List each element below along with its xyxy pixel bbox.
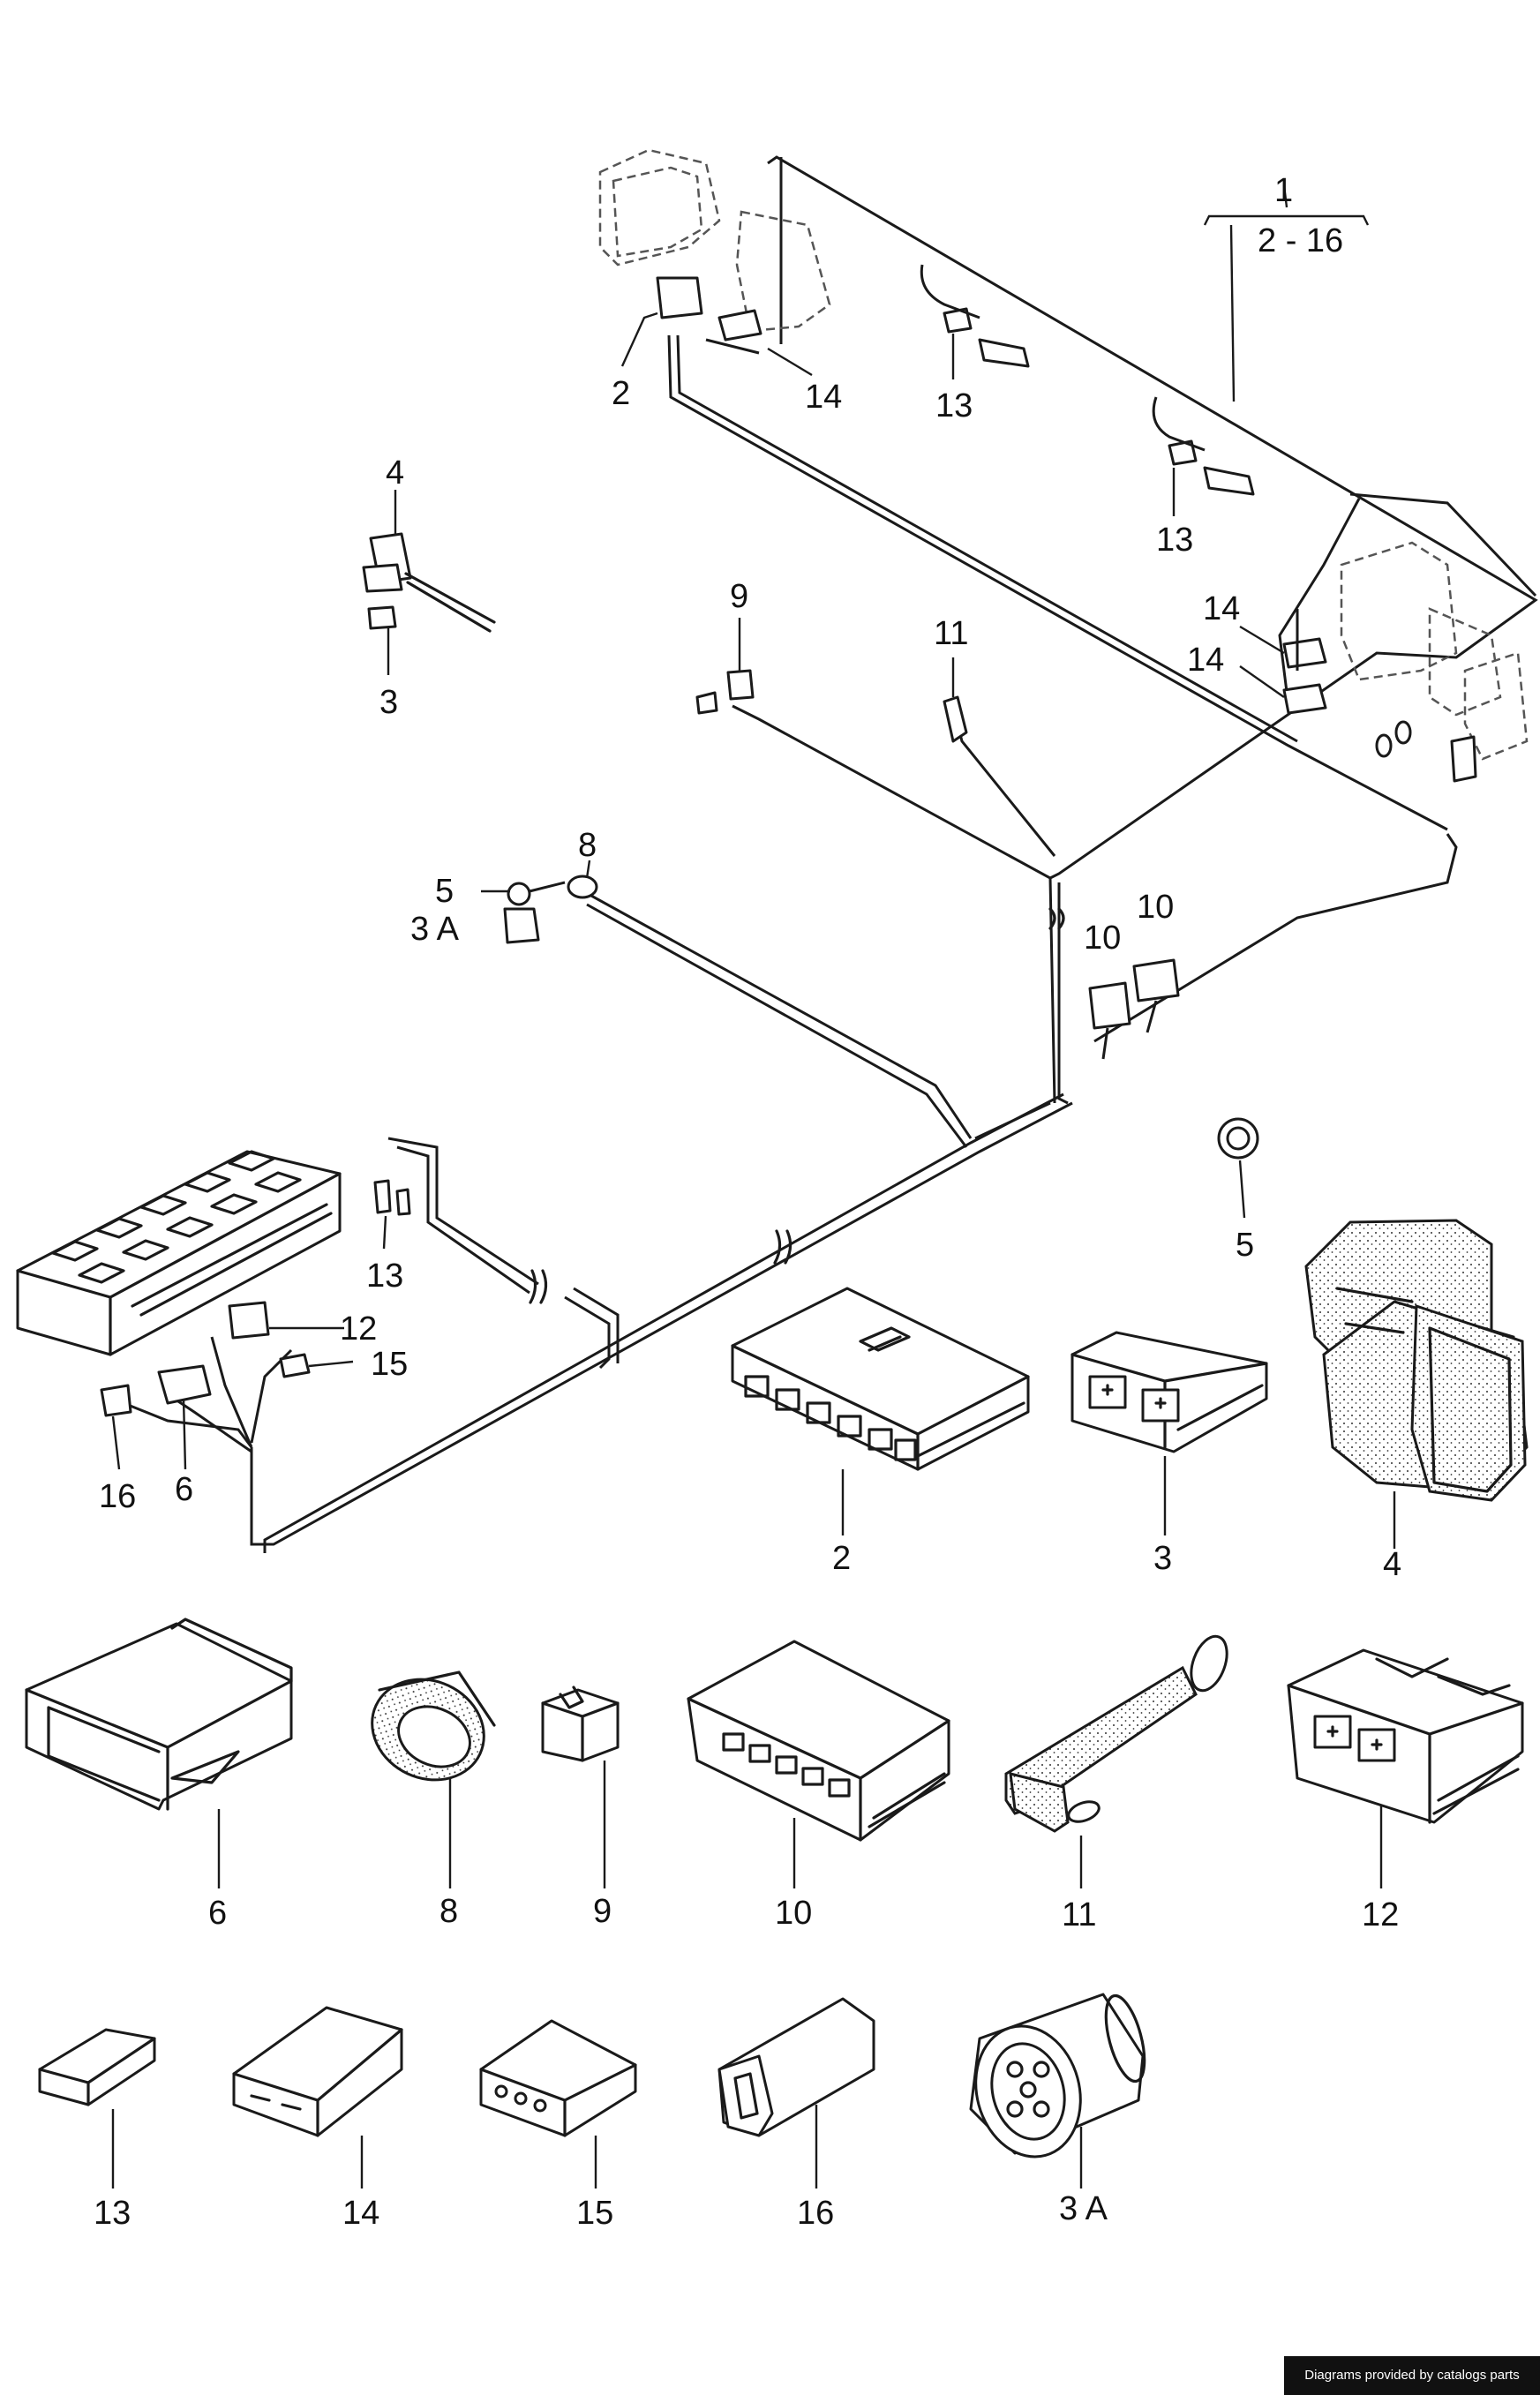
part-8-grommet	[371, 1670, 496, 1782]
part-13-flat-terminal	[38, 2028, 156, 2106]
part-label-11: 11	[1062, 1896, 1096, 1933]
callout-9-mid: 9	[730, 578, 748, 615]
part-label-15: 15	[576, 2195, 613, 2232]
callout-16-low: 16	[99, 1478, 136, 1515]
callout-13-top-b: 13	[1156, 522, 1193, 559]
callout-14-top: 14	[805, 379, 842, 416]
callout-6-low: 6	[175, 1471, 193, 1508]
part-label-2: 2	[832, 1540, 851, 1577]
callout-5-grommet: 5	[1236, 1227, 1254, 1264]
ghost-components	[598, 148, 1529, 761]
callout-12-low: 12	[340, 1310, 377, 1348]
part-label-6: 6	[208, 1895, 227, 1932]
callout-4-left: 4	[386, 454, 404, 492]
part-label-14: 14	[342, 2195, 379, 2232]
callout-13-top-a: 13	[935, 387, 973, 424]
diagram-credit: Diagrams provided by catalogs parts	[1284, 2356, 1540, 2395]
callout-3-left: 3	[379, 684, 398, 721]
callout-14-right-a: 14	[1203, 590, 1240, 627]
part-label-4: 4	[1383, 1546, 1401, 1583]
callout-14-right-b: 14	[1187, 642, 1224, 679]
part-label-16: 16	[797, 2195, 834, 2232]
callout-13-low: 13	[366, 1258, 403, 1295]
part-label-12: 12	[1362, 1896, 1399, 1933]
callout-5-mid: 5	[435, 873, 454, 910]
part-label-3a: 3 A	[1059, 2190, 1108, 2227]
callout-1: 1	[1274, 172, 1293, 209]
part-15-terminal-housing	[479, 2019, 637, 2137]
part-12-socket-block	[1287, 1648, 1524, 1824]
part-10-connector-block	[687, 1640, 950, 1842]
part-9-terminal-housing	[541, 1686, 620, 1762]
part-label-13: 13	[94, 2195, 131, 2232]
callout-10-mid-a: 10	[1084, 920, 1121, 957]
part-label-8: 8	[439, 1893, 458, 1930]
part-6-relay-carrier	[25, 1618, 293, 1811]
part-3a-round-connector	[969, 1993, 1146, 2159]
callout-8-mid: 8	[578, 827, 597, 864]
callout-2-top: 2	[612, 375, 630, 412]
relay-board	[16, 1150, 342, 1356]
callout-labels: 1 2 - 16 2 14 13 13 14 14 4 3 9 11 8 5 3…	[94, 172, 1401, 2232]
part-label-3: 3	[1153, 1540, 1172, 1577]
part-2-connector-housing	[731, 1287, 1030, 1471]
harness-connectors	[100, 264, 1477, 1417]
callout-1-range: 2 - 16	[1258, 222, 1343, 259]
part-3-multipin-socket	[1070, 1331, 1268, 1453]
part-label-10: 10	[775, 1895, 812, 1932]
part-11-bulkhead-sleeve	[1004, 1634, 1228, 1833]
part-14-connector	[232, 2006, 403, 2137]
part-4-rubber-boot	[1304, 1219, 1529, 1502]
callout-10-mid-b: 10	[1137, 889, 1174, 926]
part-16-housing	[717, 1997, 875, 2137]
callout-11-mid: 11	[934, 615, 968, 652]
leader-lines	[111, 184, 1396, 2189]
part-label-9: 9	[593, 1893, 612, 1930]
callout-15-low: 15	[371, 1346, 408, 1383]
callout-3a-mid: 3 A	[410, 911, 460, 948]
